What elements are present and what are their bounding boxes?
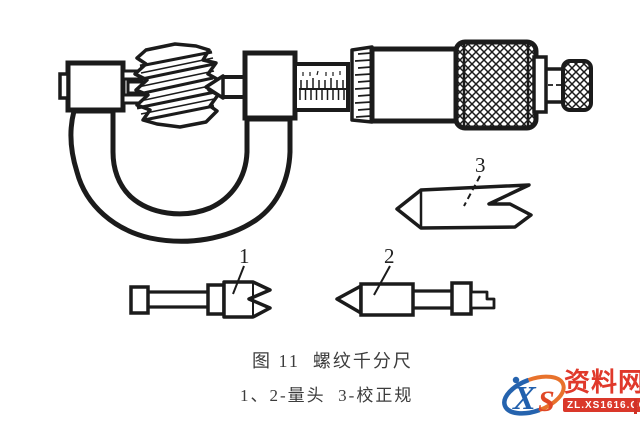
calibration-gauge-part3 (395, 183, 533, 230)
thimble-graduations (354, 52, 372, 118)
figure-legend: 1、2-量头 3-校正规 (240, 386, 414, 405)
ratchet-knob (561, 59, 593, 112)
spindle (223, 75, 246, 99)
label-3: 3 (475, 153, 486, 177)
thimble-bevel (350, 45, 374, 124)
leader-2 (373, 265, 391, 296)
thimble-body (369, 46, 459, 124)
watermark-edge-mark (634, 399, 637, 414)
label-2: 2 (384, 244, 395, 268)
sleeve-scale (299, 70, 346, 100)
spindle-cone (204, 74, 225, 100)
anvil-tab (58, 72, 70, 100)
figure-caption: 图 11 螺纹千分尺 (252, 351, 413, 371)
anvil-block (65, 60, 126, 113)
frame-post (242, 50, 298, 121)
logo-letter-s: S (538, 385, 555, 418)
logo-swoosh-orange-icon (527, 374, 566, 412)
frame (68, 108, 293, 244)
leader-1 (232, 265, 245, 295)
sleeve (293, 62, 350, 112)
watermark: X S 资料网 ZL.XS1616.COM (498, 362, 640, 420)
logo-letter-x: X (512, 380, 537, 417)
watermark-logo: X S (502, 374, 566, 418)
measuring-head-part2 (335, 281, 496, 317)
ratchet-step (532, 55, 548, 114)
logo-dot-icon (512, 376, 520, 384)
measuring-head-part1 (129, 280, 272, 319)
watermark-site-name: 资料网 (564, 367, 640, 397)
watermark-site-url: ZL.XS1616.COM (563, 398, 640, 412)
leader-3 (463, 175, 481, 207)
knurled-grip (453, 39, 539, 131)
thread-workpiece (133, 42, 220, 129)
label-1: 1 (239, 244, 250, 268)
logo-swoosh-blue-icon (502, 377, 541, 416)
